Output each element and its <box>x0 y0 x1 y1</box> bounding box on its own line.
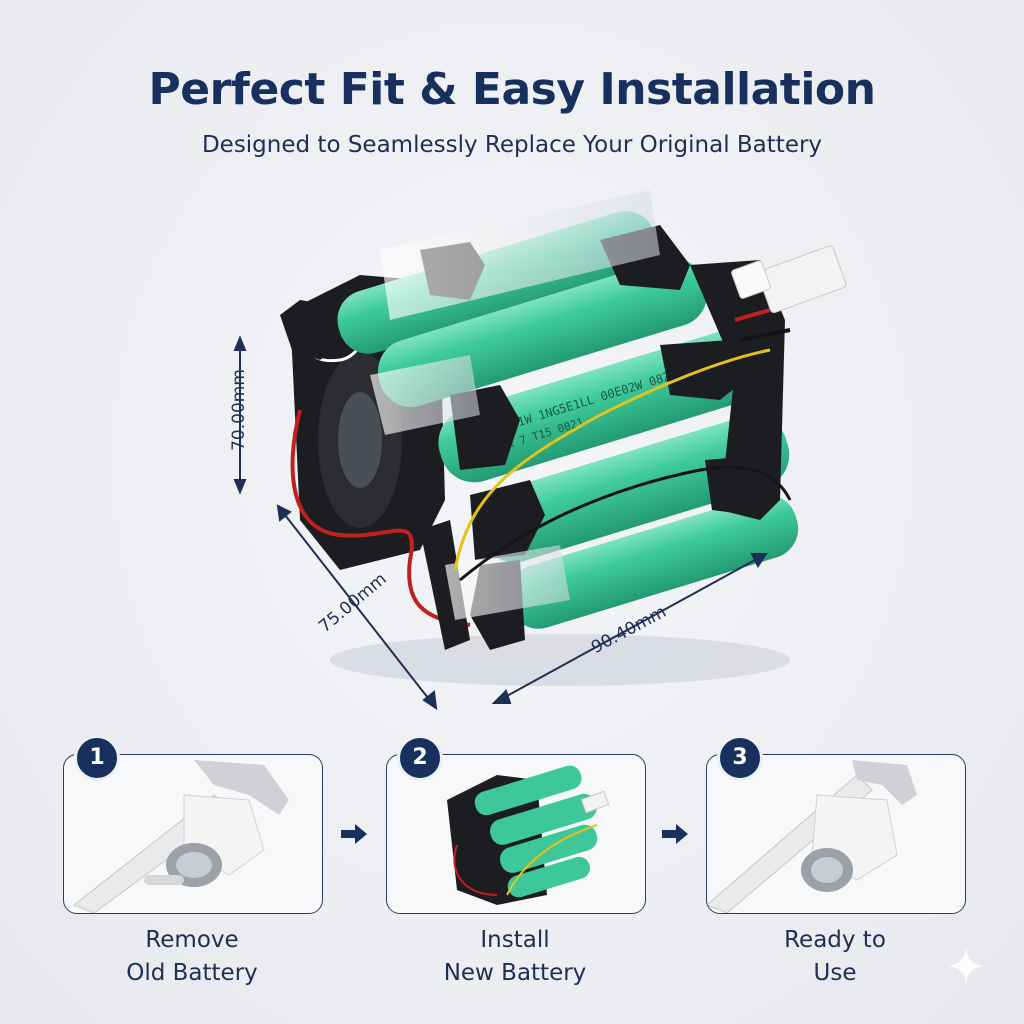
step-label-remove: Remove Old Battery <box>63 924 321 990</box>
page-title: Perfect Fit & Easy Installation <box>148 64 876 115</box>
step-number-3: 3 <box>717 735 763 781</box>
vacuum-assembled-icon <box>707 760 917 913</box>
step-label-ready: Ready to Use <box>706 924 964 990</box>
cell-bottom <box>507 494 799 629</box>
step-card-install <box>386 754 646 914</box>
step-number-2: 2 <box>397 735 443 781</box>
battery-pack-illustration: + 0BE 1W 1NG5E1LL 00E02W 08Z7E15 < 3 K 7… <box>233 190 847 711</box>
cell-lower <box>478 414 790 563</box>
step-3-line2: Use <box>813 960 857 986</box>
sparkle-icon <box>948 948 984 984</box>
page-subtitle: Designed to Seamlessly Replace Your Orig… <box>201 132 823 158</box>
step-3-line1: Ready to <box>784 927 886 953</box>
yellow-wire <box>453 348 771 571</box>
height-dimension-label: 70.00mm <box>228 369 249 451</box>
step-1-line1: Remove <box>145 927 239 953</box>
step-2-line1: Install <box>480 927 550 953</box>
step-card-remove <box>63 754 323 914</box>
step-1-line2: Old Battery <box>126 960 258 986</box>
step-2-line2: New Battery <box>443 960 587 986</box>
clear-tape <box>370 190 660 620</box>
step-number-1: 1 <box>74 735 120 781</box>
arrow-right-icon <box>341 824 367 844</box>
red-wire <box>290 409 471 627</box>
arrow-right-icon <box>662 824 688 844</box>
connector-plug <box>731 245 847 342</box>
battery-pack-icon <box>447 765 610 905</box>
black-wire <box>459 465 792 582</box>
step-card-ready <box>706 754 966 914</box>
dimension-arrows <box>233 335 768 711</box>
vacuum-removed-icon <box>73 760 289 913</box>
step-label-install: Install New Battery <box>386 924 644 990</box>
